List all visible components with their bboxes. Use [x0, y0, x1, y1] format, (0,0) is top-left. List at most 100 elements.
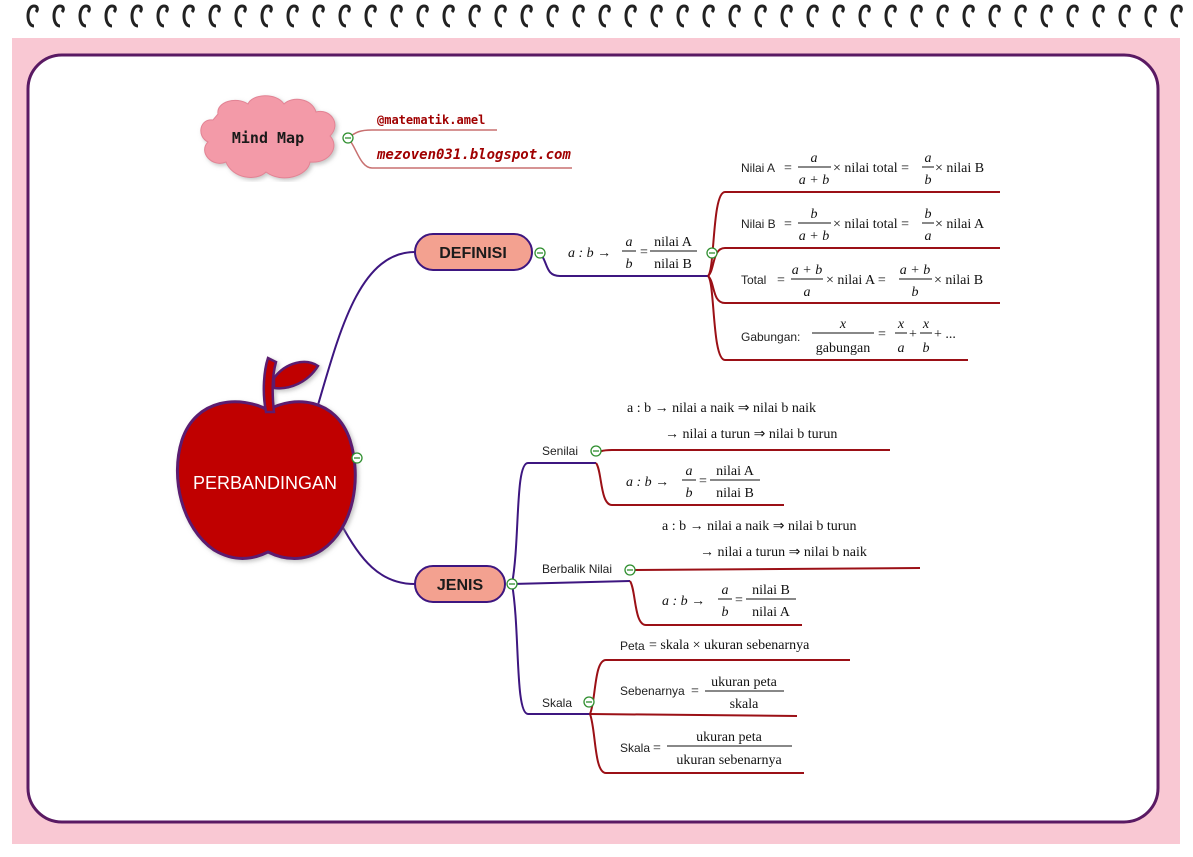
formula-text: a : b →	[662, 594, 705, 609]
binding-ring	[858, 4, 871, 28]
binding-ring	[1118, 4, 1131, 28]
binding-ring	[936, 4, 949, 28]
definisi-label: DEFINISI	[439, 245, 507, 262]
fraction-num: x	[839, 317, 847, 332]
formula-text: a : b →	[626, 475, 669, 490]
binding-ring	[156, 4, 169, 28]
binding-ring	[104, 4, 117, 28]
collapse-toggles	[342, 132, 718, 708]
binding-ring	[1092, 4, 1105, 28]
item-label: Skala	[620, 741, 650, 755]
formula-text: × nilai B	[934, 273, 983, 288]
svg-text:=: =	[699, 474, 707, 489]
central-topic-label: PERBANDINGAN	[193, 473, 337, 493]
blog-url[interactable]: mezoven031.blogspot.com	[376, 147, 571, 163]
skala-skala: Skala = ukuran peta ukuran sebenarnya	[620, 730, 792, 768]
collapse-toggle-icon[interactable]	[624, 564, 636, 576]
binding-ring	[442, 4, 455, 28]
skala-label[interactable]: Skala	[542, 696, 572, 710]
formula-text: = skala × ukuran sebenarnya	[649, 638, 810, 653]
collapse-toggle-icon[interactable]	[534, 247, 546, 259]
fraction-den: b	[722, 605, 729, 620]
svg-text:=: =	[653, 741, 661, 756]
binding-ring	[182, 4, 195, 28]
binding-ring	[1040, 4, 1053, 28]
berbalik-rules: a : b → nilai a naik ⇒ nilai b turun → n…	[662, 519, 867, 560]
definisi-formula: a : b → a b = nilai A nilai B	[568, 235, 697, 272]
item-label: Sebenarnya	[620, 684, 685, 698]
binding-ring	[832, 4, 845, 28]
senilai-label[interactable]: Senilai	[542, 444, 578, 458]
jenis-label: JENIS	[437, 577, 484, 594]
fraction-num: b	[925, 207, 932, 222]
fraction-den: b	[626, 257, 633, 272]
fraction-num: a	[925, 151, 932, 166]
binding-ring	[988, 4, 1001, 28]
mind-map-card	[26, 53, 1160, 824]
binding-ring	[598, 4, 611, 28]
binding-ring	[494, 4, 507, 28]
collapse-toggle-icon[interactable]	[706, 247, 718, 259]
binding-ring	[1014, 4, 1027, 28]
svg-text:=: =	[640, 245, 648, 260]
binding-ring	[1170, 4, 1183, 28]
fraction-den: ukuran sebenarnya	[676, 753, 782, 768]
binding-ring	[754, 4, 767, 28]
item-label: Nilai A	[741, 161, 775, 175]
svg-text:=: =	[784, 161, 792, 176]
definisi-ratio: a : b →	[568, 246, 611, 261]
skala-sebenarnya: Sebenarnya = ukuran peta skala	[620, 675, 784, 712]
senilai-rules: a : b → nilai a naik ⇒ nilai b naik → ni…	[627, 401, 837, 442]
collapse-toggle-icon[interactable]	[506, 578, 518, 590]
fraction-num: a	[811, 151, 818, 166]
binding-ring	[26, 4, 39, 28]
svg-text:a: a	[898, 341, 905, 356]
binding-ring	[52, 4, 65, 28]
svg-text:b: b	[923, 341, 930, 356]
collapse-toggle-icon[interactable]	[583, 696, 595, 708]
formula-text: × nilai total =	[833, 161, 909, 176]
binding-ring	[650, 4, 663, 28]
binding-ring	[910, 4, 923, 28]
binding-ring	[624, 4, 637, 28]
binding-ring	[130, 4, 143, 28]
definisi-item-nilai-b: Nilai B = b a + b × nilai total = b a × …	[741, 207, 985, 244]
fraction-den: a + b	[799, 229, 829, 244]
fraction-num: a + b	[792, 263, 822, 278]
binding-ring	[1066, 4, 1079, 28]
fraction-num: ukuran peta	[696, 730, 762, 745]
fraction-num: a + b	[900, 263, 930, 278]
binding-ring	[312, 4, 325, 28]
binding-ring	[572, 4, 585, 28]
binding-ring	[676, 4, 689, 28]
item-label: Total	[741, 273, 766, 287]
definisi-node[interactable]: DEFINISI	[414, 233, 533, 271]
jenis-node[interactable]: JENIS	[414, 565, 506, 603]
fraction-num: b	[811, 207, 818, 222]
binding-ring	[364, 4, 377, 28]
item-label: Nilai B	[741, 217, 776, 231]
svg-text:=: =	[784, 217, 792, 232]
formula-text: × nilai A =	[826, 273, 886, 288]
formula-text: a : b → nilai a naik ⇒ nilai b naik	[627, 401, 816, 416]
apple-central-node[interactable]	[175, 356, 357, 560]
binding-ring	[520, 4, 533, 28]
fraction-den: nilai A	[752, 605, 791, 620]
fraction-den: nilai B	[716, 486, 754, 501]
binding-ring	[78, 4, 91, 28]
svg-text:=: =	[777, 273, 785, 288]
fraction-den: a	[925, 229, 932, 244]
collapse-toggle-icon[interactable]	[590, 445, 602, 457]
fraction-den: a	[804, 285, 811, 300]
berbalik-nilai-label[interactable]: Berbalik Nilai	[542, 562, 612, 576]
svg-text:=: =	[691, 684, 699, 699]
collapse-toggle-icon[interactable]	[351, 452, 363, 464]
binding-ring	[962, 4, 975, 28]
skala-peta: Peta = skala × ukuran sebenarnya	[620, 638, 810, 653]
definisi-item-nilai-a: Nilai A = a a + b × nilai total = a b × …	[741, 151, 984, 188]
formula-text: a : b → nilai a naik ⇒ nilai b turun	[662, 519, 856, 534]
fraction-den: nilai B	[654, 257, 692, 272]
collapse-toggle-icon[interactable]	[342, 132, 354, 144]
binding-ring	[286, 4, 299, 28]
binding-ring	[390, 4, 403, 28]
